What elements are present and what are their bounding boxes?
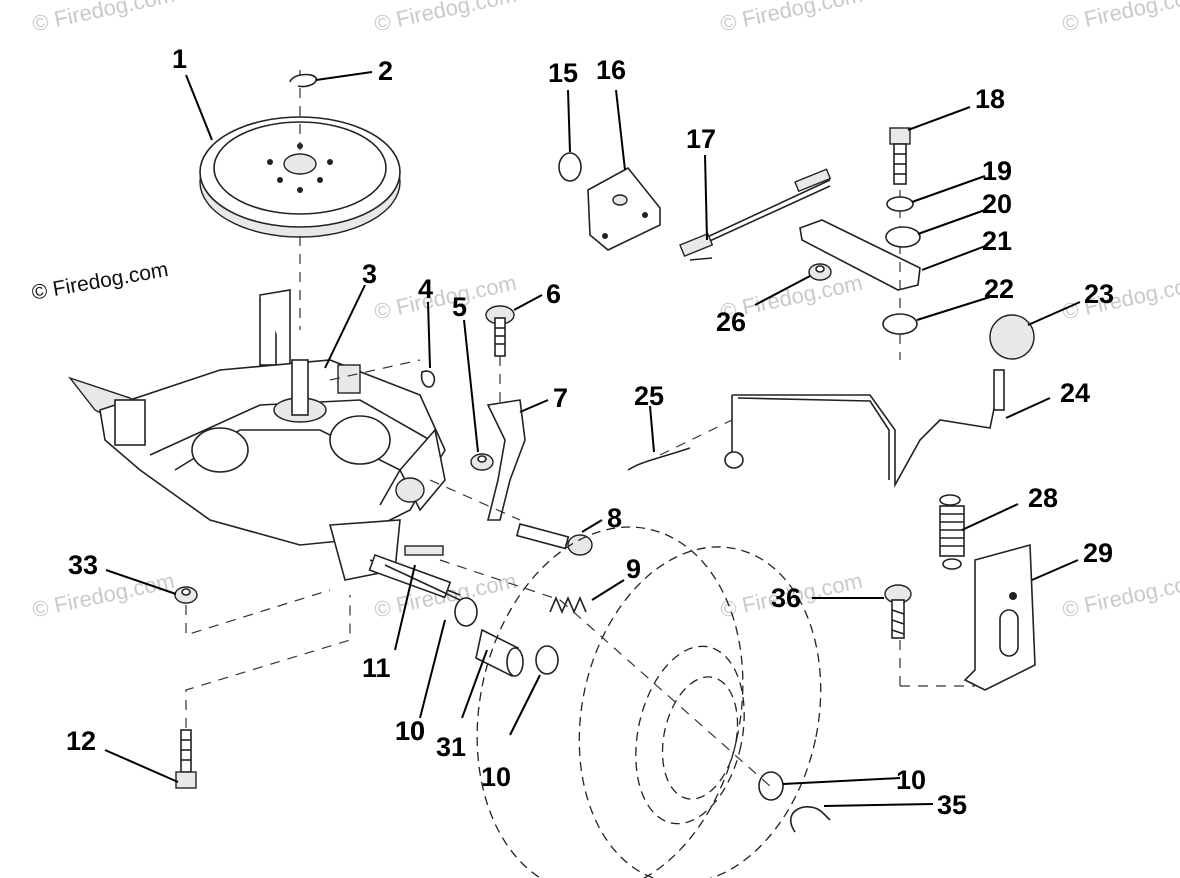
callout-label: 17 xyxy=(686,124,716,154)
callout-label: 16 xyxy=(596,55,626,85)
callout-label: 15 xyxy=(548,58,578,88)
carriage-bolt-part xyxy=(485,305,515,357)
axis-line xyxy=(559,599,771,787)
key-part xyxy=(420,370,436,388)
hex-bolt-part xyxy=(889,127,911,185)
axis-line xyxy=(659,419,733,456)
callout-label: 33 xyxy=(68,550,98,580)
tension-spring-part xyxy=(939,494,965,570)
callout-label: 36 xyxy=(771,583,801,613)
clip-part xyxy=(289,73,317,88)
shift-lever-part xyxy=(724,369,1005,489)
callout-label: 26 xyxy=(716,307,746,337)
callout-label: 24 xyxy=(1060,378,1090,408)
washer-part xyxy=(885,226,921,248)
callout-label: 2 xyxy=(378,56,393,86)
callout-label: 9 xyxy=(626,554,641,584)
nut-part xyxy=(174,586,198,604)
knob-part xyxy=(989,314,1035,360)
bolt-part xyxy=(515,523,593,556)
callout-labels: 1 2 3 4 5 6 7 8 9 10 11 12 15 16 17 18 1… xyxy=(66,44,1114,820)
nut-part xyxy=(470,453,494,471)
callout-label: 10 xyxy=(896,765,926,795)
link-plate-part xyxy=(799,219,921,291)
callout-label: 6 xyxy=(546,279,561,309)
axis-line xyxy=(439,559,561,601)
axis-line xyxy=(329,359,421,381)
callout-label: 19 xyxy=(982,156,1012,186)
washer-part xyxy=(886,196,914,212)
callout-label: 4 xyxy=(418,274,433,304)
callout-label: 20 xyxy=(982,189,1012,219)
callout-label: 7 xyxy=(553,383,568,413)
callout-label: 1 xyxy=(172,44,187,74)
callout-label: 21 xyxy=(982,226,1012,256)
washer-part xyxy=(882,313,918,335)
callout-label: 31 xyxy=(436,732,466,762)
angle-bracket-part xyxy=(587,166,661,251)
washer-part xyxy=(558,152,582,182)
callout-label: 28 xyxy=(1028,483,1058,513)
callout-label: 10 xyxy=(481,762,511,792)
pulley-part xyxy=(199,116,401,238)
screw-part xyxy=(884,584,912,639)
axis-line xyxy=(185,589,331,636)
callout-label: 22 xyxy=(984,274,1014,304)
cotter-pin-part xyxy=(627,447,691,471)
callout-label: 3 xyxy=(362,259,377,289)
callout-leaders xyxy=(104,71,1081,807)
callout-label: 29 xyxy=(1083,538,1113,568)
washer-part xyxy=(758,771,784,801)
spring-part xyxy=(549,595,587,615)
callout-label: 8 xyxy=(607,503,622,533)
axis-line xyxy=(185,595,351,728)
callout-label: 5 xyxy=(452,292,467,322)
wheel-outline xyxy=(476,526,822,878)
control-rod-part xyxy=(679,168,832,261)
bracket-part xyxy=(486,399,526,521)
callout-label: 18 xyxy=(975,84,1005,114)
retaining-clip-part xyxy=(789,806,831,833)
callout-label: 10 xyxy=(395,716,425,746)
transaxle-part xyxy=(68,289,461,599)
hex-bolt-part xyxy=(175,729,197,789)
axle-key-part xyxy=(384,545,461,601)
callout-label: 10 xyxy=(395,716,425,746)
spacer-part xyxy=(475,628,524,678)
nut-part xyxy=(808,263,832,281)
washer-part xyxy=(535,645,559,675)
washer-part xyxy=(454,597,478,627)
callout-label: 25 xyxy=(634,381,664,411)
callout-label: 12 xyxy=(66,726,96,756)
callout-label: 35 xyxy=(937,790,967,820)
callout-label: 11 xyxy=(362,653,391,683)
callout-label: 23 xyxy=(1084,279,1114,309)
spring-bracket-part xyxy=(963,543,1036,691)
